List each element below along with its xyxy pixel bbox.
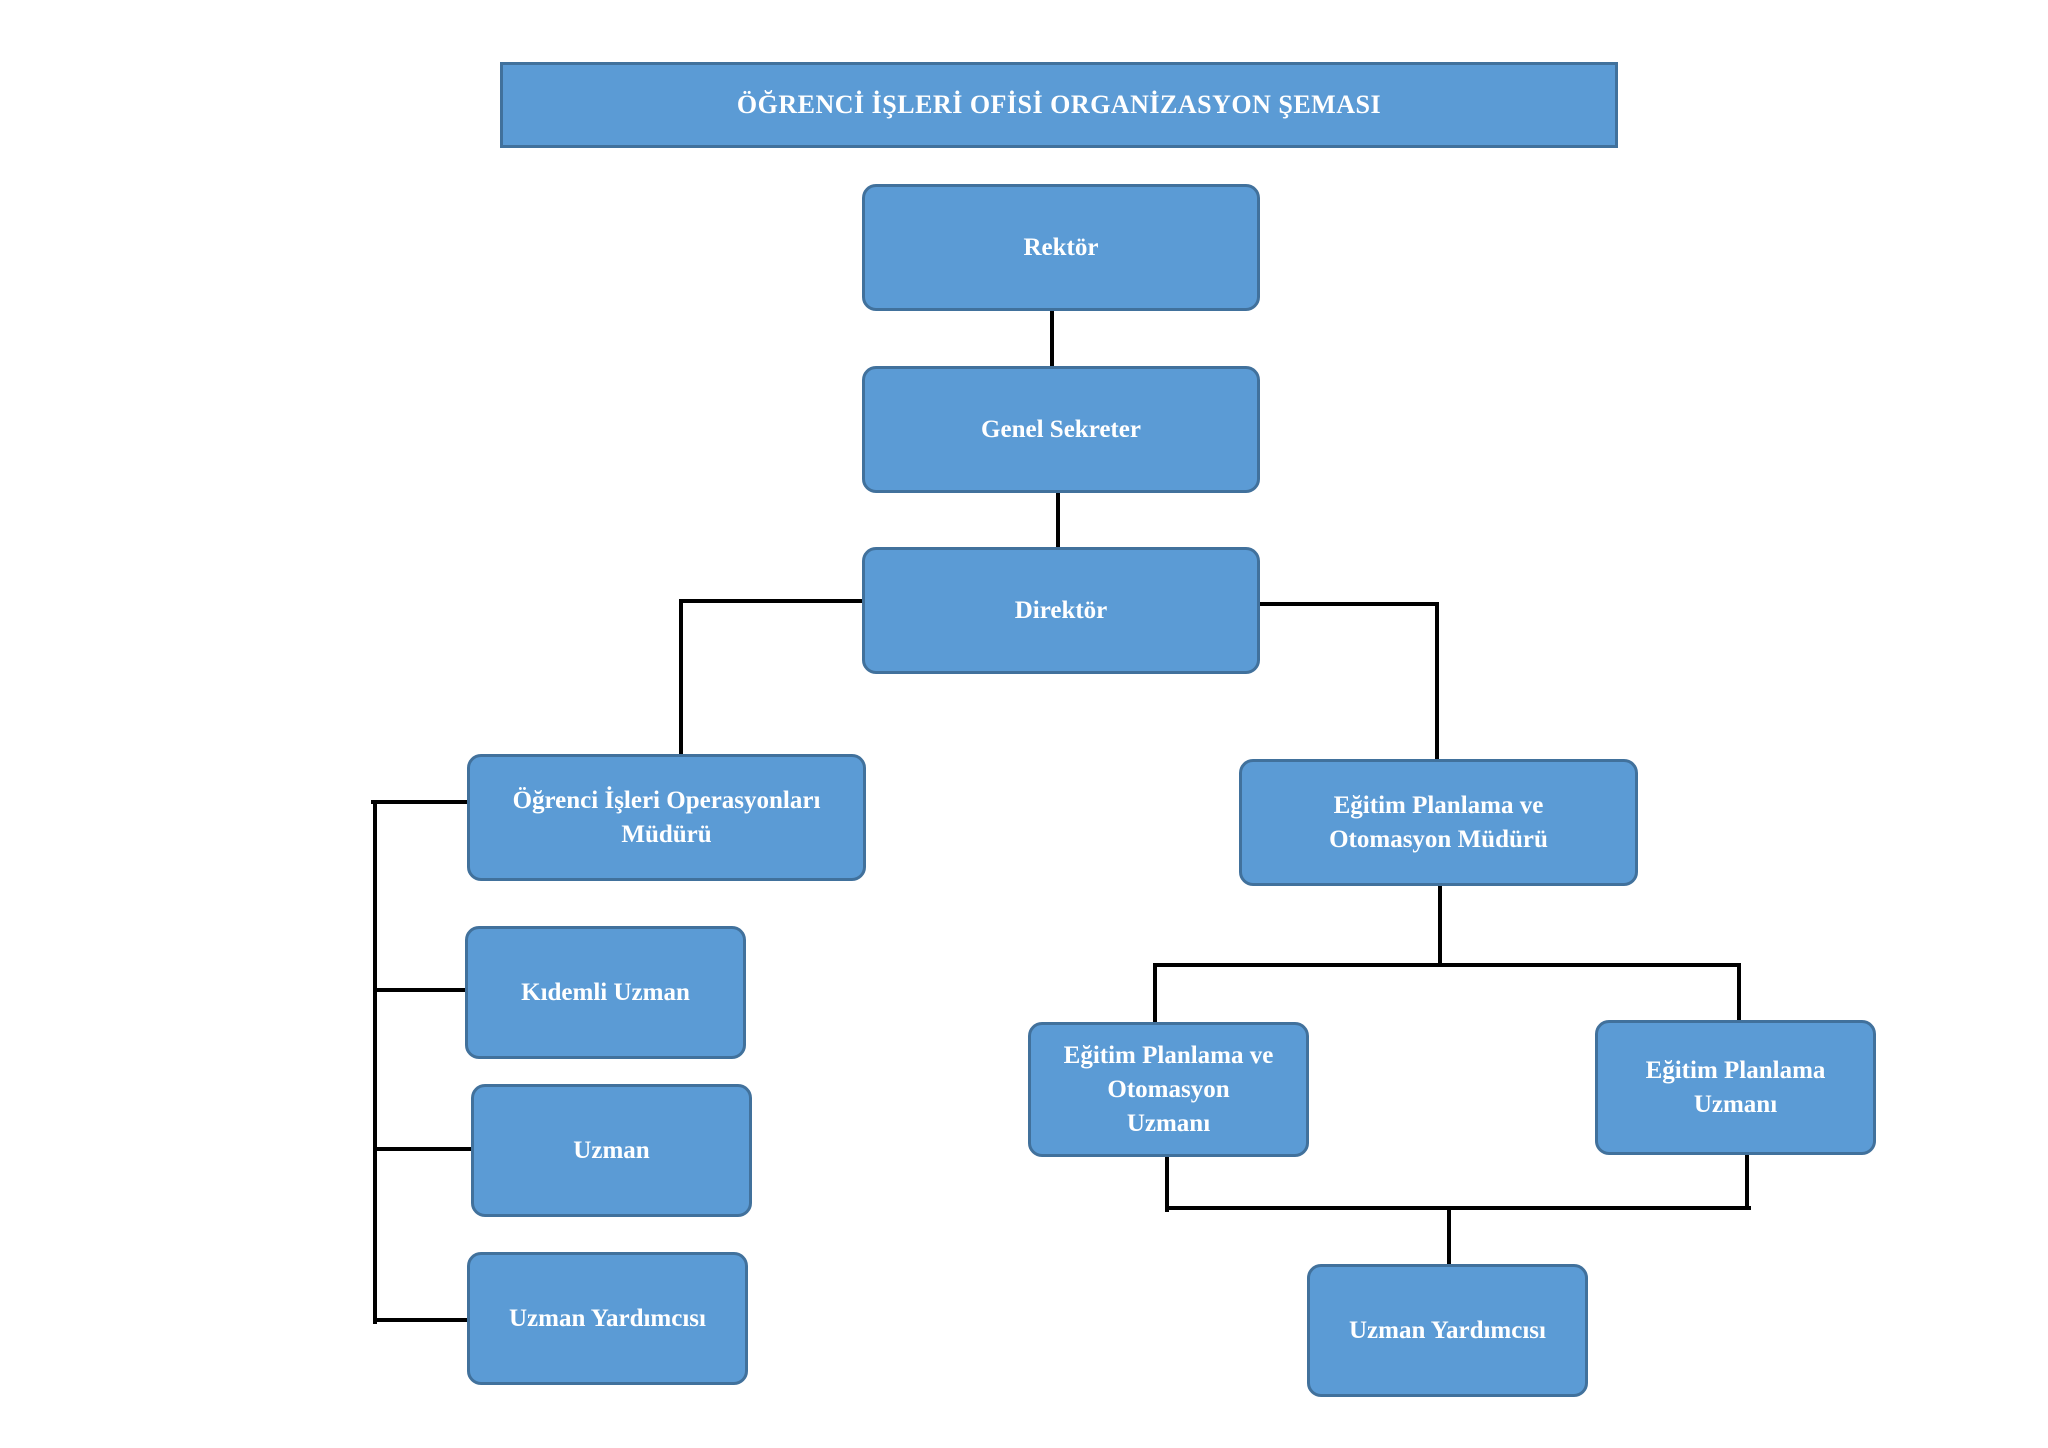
- chart-title: ÖĞRENCİ İŞLERİ OFİSİ ORGANİZASYON ŞEMASI: [500, 62, 1618, 148]
- node-kidemli-uzman: Kıdemli Uzman: [465, 926, 746, 1059]
- node-ogrenci-isleri-operasyonlari-muduru: Öğrenci İşleri Operasyonları Müdürü: [467, 754, 866, 881]
- node-egitim-planlama-ve-otomasyon-uzmani: Eğitim Planlama ve Otomasyon Uzmanı: [1028, 1022, 1309, 1157]
- node-genel-sekreter: Genel Sekreter: [862, 366, 1260, 493]
- node-direktor: Direktör: [862, 547, 1260, 674]
- node-uzman-yardimcisi-right: Uzman Yardımcısı: [1307, 1264, 1588, 1397]
- node-uzman: Uzman: [471, 1084, 752, 1217]
- node-egitim-planlama-uzmani: Eğitim Planlama Uzmanı: [1595, 1020, 1876, 1155]
- node-uzman-yardimcisi-left: Uzman Yardımcısı: [467, 1252, 748, 1385]
- node-rektor: Rektör: [862, 184, 1260, 311]
- node-egitim-planlama-ve-otomasyon-muduru: Eğitim Planlama ve Otomasyon Müdürü: [1239, 759, 1638, 886]
